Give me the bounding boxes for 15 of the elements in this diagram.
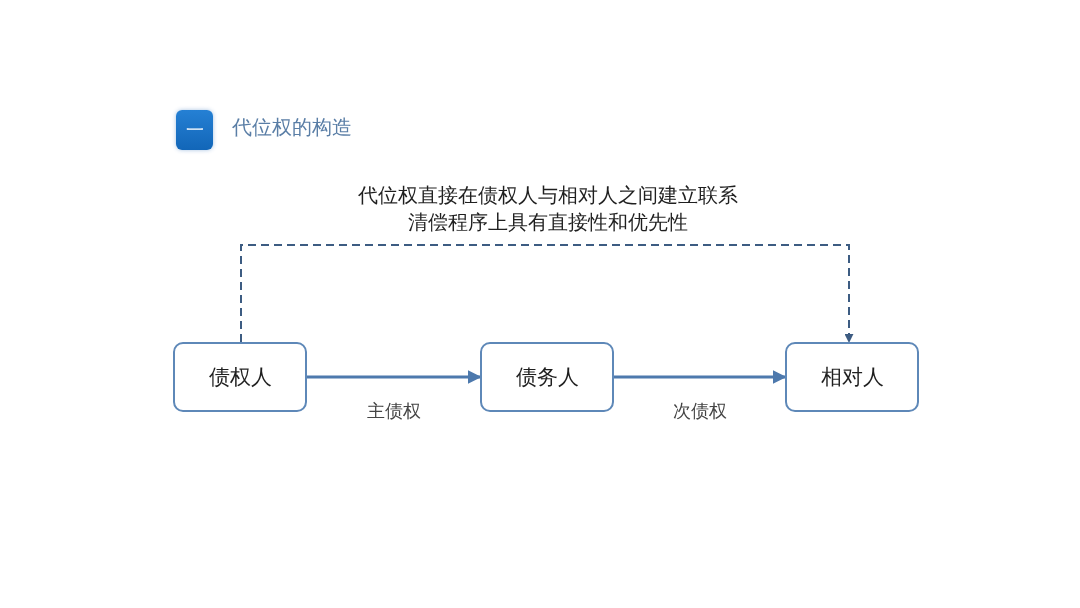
edge-label: 主债权 <box>364 399 423 423</box>
dashed-arrow <box>240 244 854 343</box>
arrow <box>614 370 787 384</box>
node-label: 债权人 <box>208 364 272 391</box>
annotation-text: 清偿程序上具有直接性和优先性 <box>408 209 688 235</box>
section-heading: 代位权的构造 <box>232 114 352 141</box>
annotation-text: 代位权直接在债权人与相对人之间建立联系 <box>358 182 738 208</box>
process-box <box>173 342 307 412</box>
process-box <box>785 342 919 412</box>
process-box <box>480 342 614 412</box>
edge-label: 次债权 <box>670 399 729 423</box>
node-label: 债务人 <box>515 364 579 391</box>
number-badge: 一 <box>176 110 213 150</box>
arrow <box>307 370 482 384</box>
node-label: 相对人 <box>820 364 884 391</box>
